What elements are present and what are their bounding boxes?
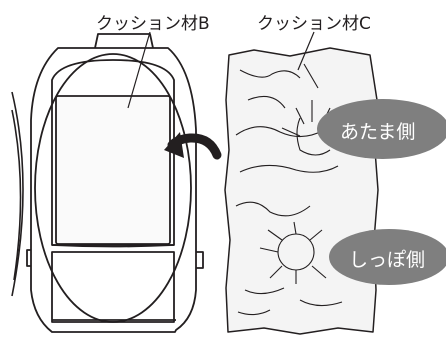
curved-arrow-icon (164, 132, 222, 160)
cushion-b-label: クッション材B (96, 14, 210, 34)
tail-side-label: しっぽ側 (349, 249, 426, 271)
cushion-wrinkles (235, 63, 343, 316)
carrier-door-icon (11, 91, 24, 297)
head-side-label: あたま側 (340, 121, 416, 143)
tail-label-bubble (329, 229, 446, 285)
cushion-c-label: クッション材C (257, 14, 371, 34)
leader-lines (127, 31, 315, 109)
cushion-b-icon (55, 95, 171, 245)
carrier-icon (26, 33, 204, 333)
head-label-bubble (317, 99, 446, 159)
